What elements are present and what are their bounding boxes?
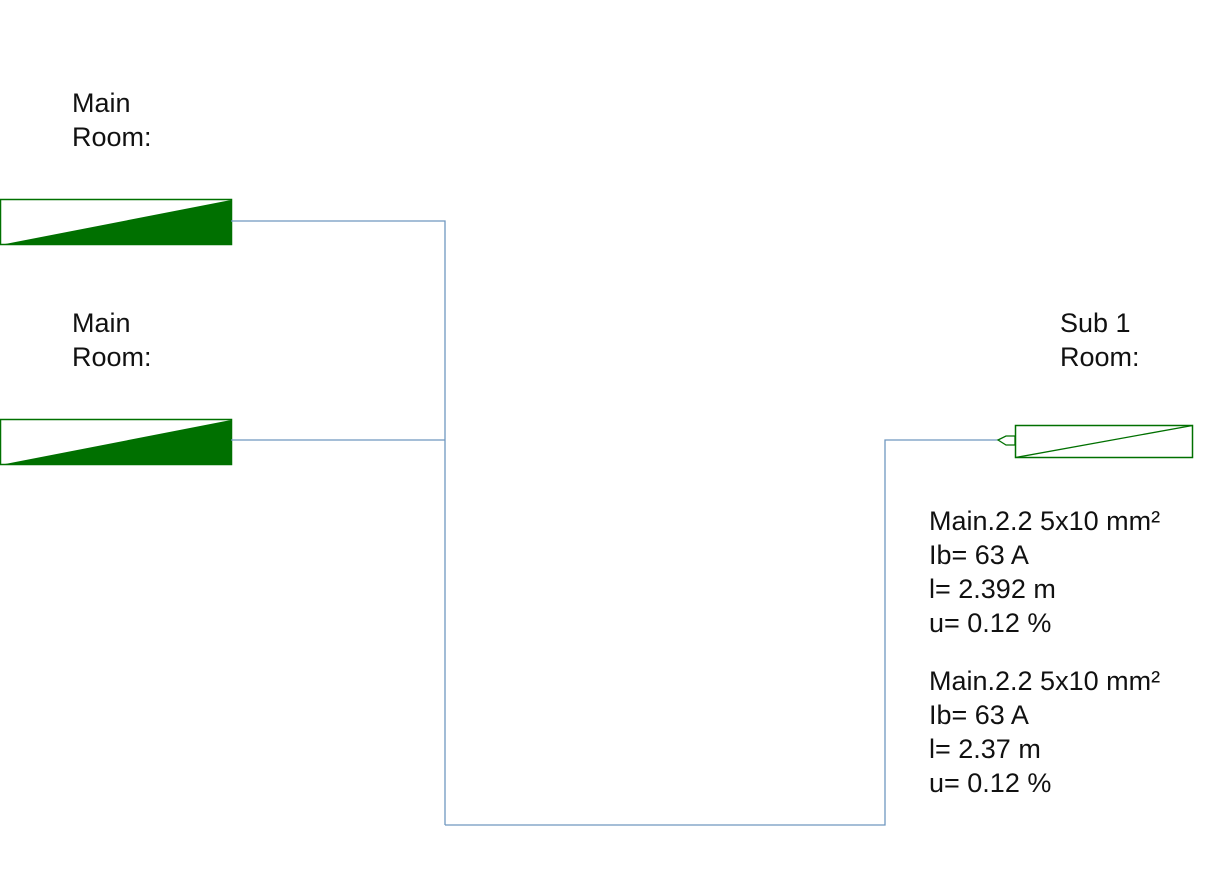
panel-name: Sub 1 — [1060, 308, 1131, 338]
main-panel-2-label: Main Room: — [72, 306, 152, 374]
main-panel-1-label: Main Room: — [72, 86, 152, 154]
room-label: Room: — [1060, 342, 1140, 372]
wire-main-1[interactable] — [231, 220, 446, 825]
main-panel-1[interactable] — [0, 198, 233, 246]
sub-panel-1[interactable] — [996, 424, 1194, 459]
panel-name: Main — [72, 88, 131, 118]
room-label: Room: — [72, 122, 152, 152]
cable-current: Ib= 63 A — [929, 700, 1029, 730]
cable-length: l= 2.37 m — [929, 734, 1041, 764]
sub-panel-1-connector — [996, 435, 1016, 446]
cable-id: Main.2.2 5x10 mm² — [929, 666, 1161, 696]
wire-network — [231, 220, 998, 826]
cable-voltage-drop: u= 0.12 % — [929, 768, 1052, 798]
sub-panel-1-label: Sub 1 Room: — [1060, 306, 1140, 374]
cable-2-info: Main.2.2 5x10 mm² Ib= 63 A l= 2.37 m u= … — [929, 664, 1160, 800]
main-panel-1-fill — [0, 200, 231, 245]
cable-1-info: Main.2.2 5x10 mm² Ib= 63 A l= 2.392 m u=… — [929, 504, 1160, 640]
main-panel-2[interactable] — [0, 418, 233, 466]
panel-name: Main — [72, 308, 131, 338]
cable-current: Ib= 63 A — [929, 540, 1029, 570]
cable-id: Main.2.2 5x10 mm² — [929, 506, 1161, 536]
sub-panel-1-diagonal — [1015, 424, 1193, 459]
wire-trunk-to-sub[interactable] — [445, 439, 998, 826]
main-panel-2-fill — [0, 420, 231, 465]
cable-voltage-drop: u= 0.12 % — [929, 608, 1052, 638]
room-label: Room: — [72, 342, 152, 372]
cable-length: l= 2.392 m — [929, 574, 1056, 604]
